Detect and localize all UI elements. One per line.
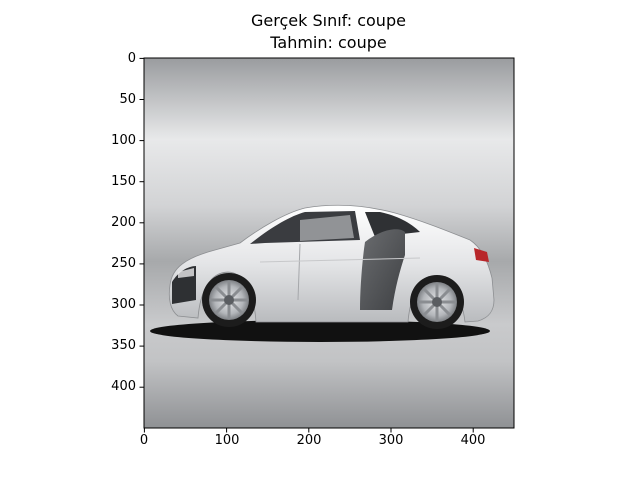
rear-window — [365, 212, 420, 237]
title-true-class: Gerçek Sınıf: coupe — [251, 11, 406, 30]
y-tick-label: 300 — [111, 297, 136, 312]
y-tick-label: 200 — [111, 215, 136, 230]
y-tick-label: 0 — [127, 51, 136, 66]
rear-wheel — [410, 275, 464, 329]
x-tick-label: 200 — [296, 433, 322, 448]
y-tick-label: 50 — [119, 92, 136, 107]
x-tick-label: 300 — [378, 433, 404, 448]
front-wheel — [202, 273, 256, 327]
y-tick-label: 150 — [111, 174, 136, 189]
x-tick-label: 100 — [214, 433, 240, 448]
x-tick-label: 0 — [139, 433, 149, 448]
y-tick-label: 250 — [111, 256, 136, 271]
axes-frame — [143, 57, 515, 429]
taillight — [474, 248, 489, 262]
title-prediction: Tahmin: coupe — [270, 33, 387, 52]
y-ticks — [139, 57, 144, 388]
photo — [144, 58, 514, 428]
x-ticks — [143, 428, 474, 433]
y-tick-label: 100 — [111, 133, 136, 148]
side-blade — [360, 229, 405, 310]
x-tick-label: 400 — [460, 433, 486, 448]
y-tick-label: 350 — [111, 338, 136, 353]
y-tick-label: 400 — [111, 379, 136, 394]
